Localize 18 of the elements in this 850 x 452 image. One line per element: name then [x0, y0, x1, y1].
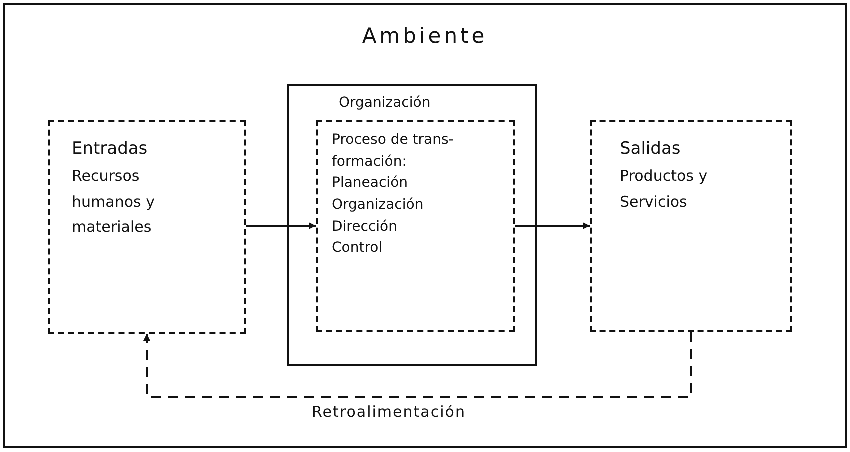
box-heading: Proceso de trans- formación:: [332, 131, 455, 172]
box-heading: Organización: [339, 94, 431, 112]
dashed-box: [316, 120, 515, 332]
box-text: Productos y Servicios: [620, 166, 709, 213]
box-heading: Entradas: [72, 138, 148, 160]
list-item: Planeación: [332, 174, 408, 194]
solid-box: [287, 84, 537, 366]
list-item: Control: [332, 239, 383, 258]
box-heading: Salidas: [620, 138, 681, 160]
dashed-box: [590, 120, 792, 332]
arrow: [515, 222, 590, 230]
dashed-arrow: [144, 332, 692, 398]
list-item: Organización: [332, 196, 424, 216]
dashed-box: [48, 120, 246, 334]
box-text: Recursos humanos y materiales: [72, 166, 156, 238]
box-heading: Ambiente: [362, 23, 488, 50]
arrow: [246, 222, 316, 230]
list-item: Dirección: [332, 218, 398, 237]
